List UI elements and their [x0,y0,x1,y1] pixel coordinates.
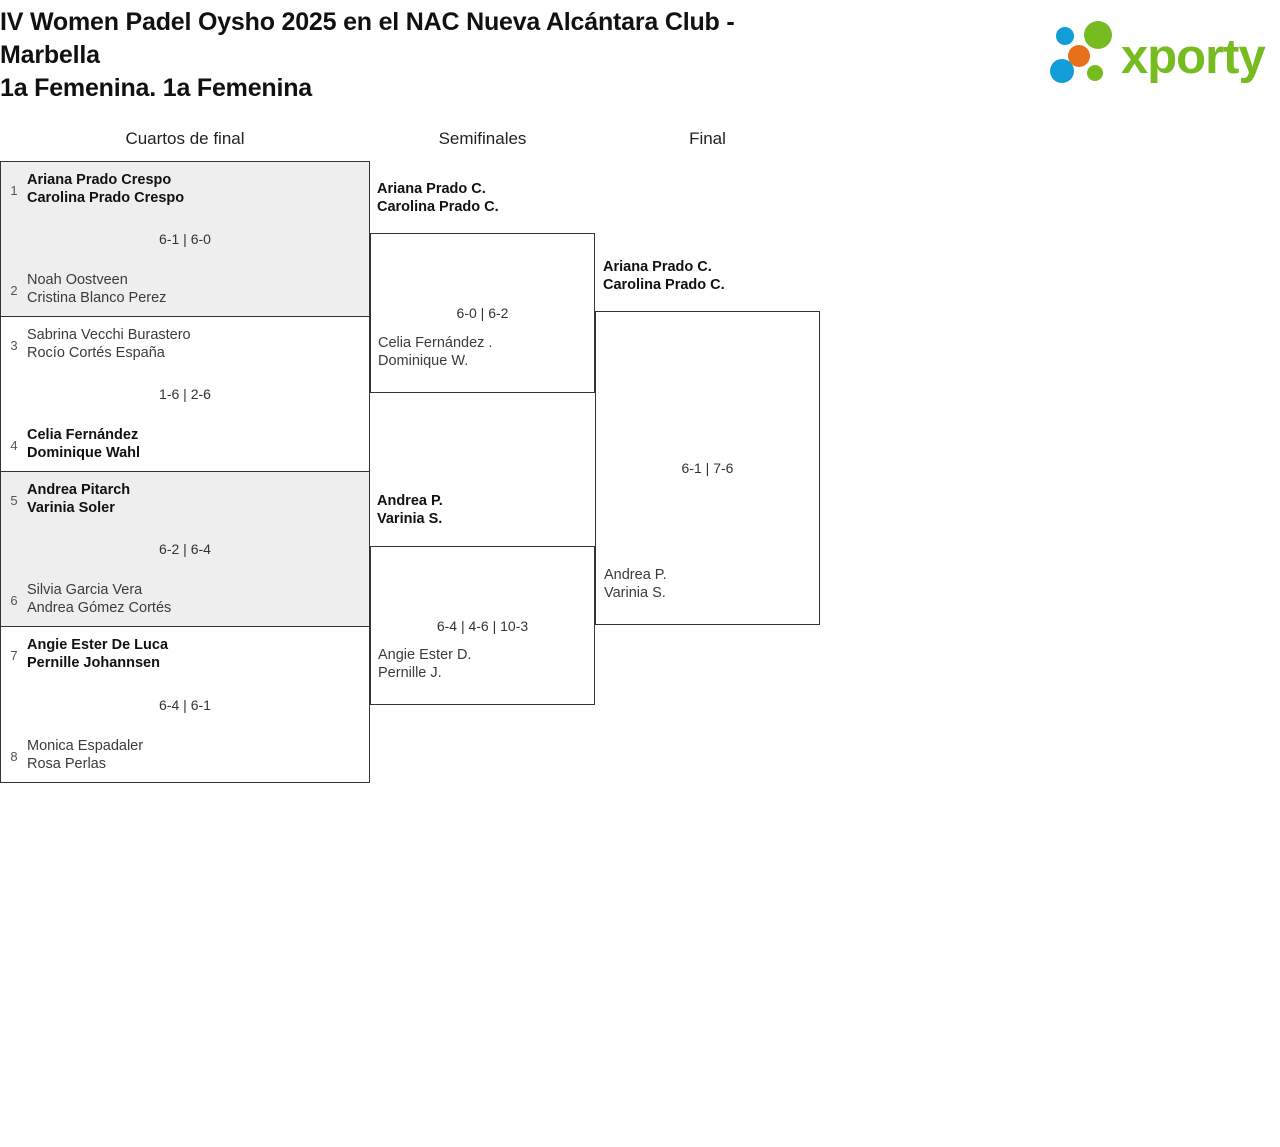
match-final[interactable]: 6-1 | 7-6 Andrea P. Varinia S. [595,311,820,625]
match-team-bottom: 2 Noah Oostveen Cristina Blanco Perez [1,271,369,307]
match-score: 6-4 | 6-1 [159,696,211,713]
seed-number: 8 [10,749,18,764]
player-name: Monica Espadaler [27,738,144,754]
match-quarterfinal-3[interactable]: 5 Andrea Pitarch Varinia Soler 6-2 | 6-4… [0,471,370,627]
match-team-bottom: 4 Celia Fernández Dominique Wahl [1,426,369,462]
player-name: Varinia S. [604,585,666,601]
player-name: Ariana Prado Crespo [27,172,172,188]
semifinal-1-advancer-top: Ariana Prado C. Carolina Prado C. [377,180,499,216]
logo-dot-green-small [1087,65,1103,81]
match-quarterfinal-4[interactable]: 7 Angie Ester De Luca Pernille Johannsen… [0,626,370,783]
team-names: Ariana Prado Crespo Carolina Prado Cresp… [27,171,369,207]
page-title-line-2: Marbella [0,41,100,69]
xporty-logo[interactable]: xporty [1046,20,1276,86]
match-quarterfinal-1[interactable]: 1 Ariana Prado Crespo Carolina Prado Cre… [0,161,370,317]
seed-number: 1 [10,183,18,198]
match-semifinal-2[interactable]: 6-4 | 4-6 | 10-3 Angie Ester D. Pernille… [370,546,595,705]
match-team-bottom: 8 Monica Espadaler Rosa Perlas [1,737,369,773]
seed-number: 6 [10,593,18,608]
logo-dot-blue-small [1056,27,1074,45]
player-name: Celia Fernández . [378,335,493,351]
match-score: 6-2 | 6-4 [159,541,211,557]
semifinal-2-team-bottom: Angie Ester D. Pernille J. [378,646,472,682]
player-name: Celia Fernández [27,427,139,443]
match-score: 6-1 | 6-0 [159,231,211,247]
player-name: Sabrina Vecchi Burastero [27,327,191,343]
team-names: Sabrina Vecchi Burastero Rocío Cortés Es… [27,326,369,362]
player-name: Silvia Garcia Vera [27,582,143,598]
player-name: Noah Oostveen [27,272,128,288]
title-block: IV Women Padel Oysho 2025 en el NAC Nuev… [0,6,860,105]
player-name: Carolina Prado C. [377,199,499,215]
player-name: Angie Ester De Luca [27,637,169,653]
player-name: Ariana Prado C. [603,259,712,275]
match-quarterfinal-2[interactable]: 3 Sabrina Vecchi Burastero Rocío Cortés … [0,316,370,472]
seed-number: 7 [10,648,18,663]
player-name: Dominique Wahl [27,445,141,461]
player-name: Andrea P. [377,493,443,509]
page-title-line-1: IV Women Padel Oysho 2025 en el NAC Nuev… [0,8,735,36]
player-name: Andrea P. [604,567,667,583]
match-team-bottom: 6 Silvia Garcia Vera Andrea Gómez Cortés [1,581,369,617]
match-score: 1-6 | 2-6 [159,386,211,402]
round-header-final: Final [689,129,726,148]
final-team-bottom: Andrea P. Varinia S. [604,566,667,602]
match-team-top: 7 Angie Ester De Luca Pernille Johannsen [1,636,369,672]
page-header: IV Women Padel Oysho 2025 en el NAC Nuev… [0,0,1280,110]
team-names: Angie Ester De Luca Pernille Johannsen [27,636,369,672]
player-name: Carolina Prado C. [603,277,725,293]
seed-number: 3 [10,338,18,353]
semifinal-1-team-bottom: Celia Fernández . Dominique W. [378,334,492,370]
team-names: Celia Fernández Dominique Wahl [27,426,369,462]
player-name: Varinia S. [377,511,443,527]
seed-number: 5 [10,493,18,508]
player-name: Pernille J. [378,665,442,681]
match-score: 6-4 | 4-6 | 10-3 [436,617,529,634]
semifinal-2-advancer-top: Andrea P. Varinia S. [377,492,443,528]
round-header-semifinals: Semifinales [438,129,527,148]
player-name: Pernille Johannsen [27,655,160,671]
logo-dot-green-large [1084,21,1112,49]
logo-dot-blue-large [1050,59,1074,83]
xporty-logo-icon: xporty [1050,21,1267,84]
player-name: Andrea Pitarch [27,482,131,498]
player-name: Rosa Perlas [27,756,106,772]
match-team-top: 5 Andrea Pitarch Varinia Soler [1,481,369,517]
player-name: Dominique W. [378,353,469,369]
player-name: Ariana Prado C. [377,181,486,197]
player-name: Cristina Blanco Perez [27,290,167,306]
player-name: Carolina Prado Crespo [27,190,185,206]
player-name: Andrea Gómez Cortés [27,600,172,616]
seed-number: 4 [10,438,18,453]
player-name: Angie Ester D. [378,647,472,663]
round-header-quarterfinals: Cuartos de final [125,129,245,148]
page-subtitle: 1a Femenina. 1a Femenina [0,74,312,102]
team-names: Silvia Garcia Vera Andrea Gómez Cortés [27,581,369,617]
logo-dot-orange [1068,45,1090,67]
match-semifinal-1[interactable]: 6-0 | 6-2 Celia Fernández . Dominique W. [370,233,595,393]
final-advancer-top: Ariana Prado C. Carolina Prado C. [603,258,725,294]
match-team-top: 1 Ariana Prado Crespo Carolina Prado Cre… [1,171,369,207]
team-names: Andrea Pitarch Varinia Soler [27,481,369,517]
team-names: Noah Oostveen Cristina Blanco Perez [27,271,369,307]
match-score: 6-0 | 6-2 [456,305,509,321]
svg-text:xporty: xporty [1121,30,1266,84]
player-name: Rocío Cortés España [27,345,165,361]
match-team-top: 3 Sabrina Vecchi Burastero Rocío Cortés … [1,326,369,362]
match-score: 6-1 | 7-6 [681,460,734,476]
team-names: Monica Espadaler Rosa Perlas [27,737,369,773]
player-name: Varinia Soler [27,500,115,516]
seed-number: 2 [10,283,18,298]
